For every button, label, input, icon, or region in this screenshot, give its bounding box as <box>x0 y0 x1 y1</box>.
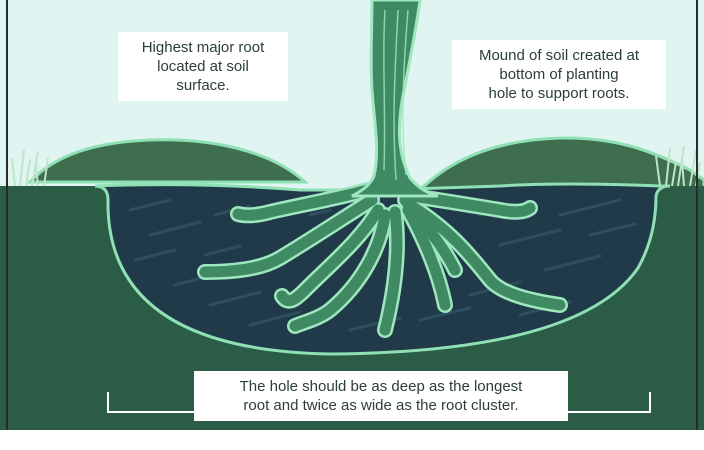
label-highest-root-line-3: surface. <box>128 76 278 95</box>
label-hole-size-line-2: root and twice as wide as the root clust… <box>204 396 558 415</box>
label-mound-line-2: bottom of planting <box>462 65 656 84</box>
label-highest-root: Highest major root located at soil surfa… <box>118 32 288 101</box>
label-hole-size: The hole should be as deep as the longes… <box>194 371 568 421</box>
label-hole-size-line-1: The hole should be as deep as the longes… <box>204 377 558 396</box>
label-mound-line-1: Mound of soil created at <box>462 46 656 65</box>
label-highest-root-line-2: located at soil <box>128 57 278 76</box>
bottom-margin <box>0 430 704 450</box>
label-highest-root-line-1: Highest major root <box>128 38 278 57</box>
label-mound-line-3: hole to support roots. <box>462 84 656 103</box>
label-mound: Mound of soil created at bottom of plant… <box>452 40 666 109</box>
